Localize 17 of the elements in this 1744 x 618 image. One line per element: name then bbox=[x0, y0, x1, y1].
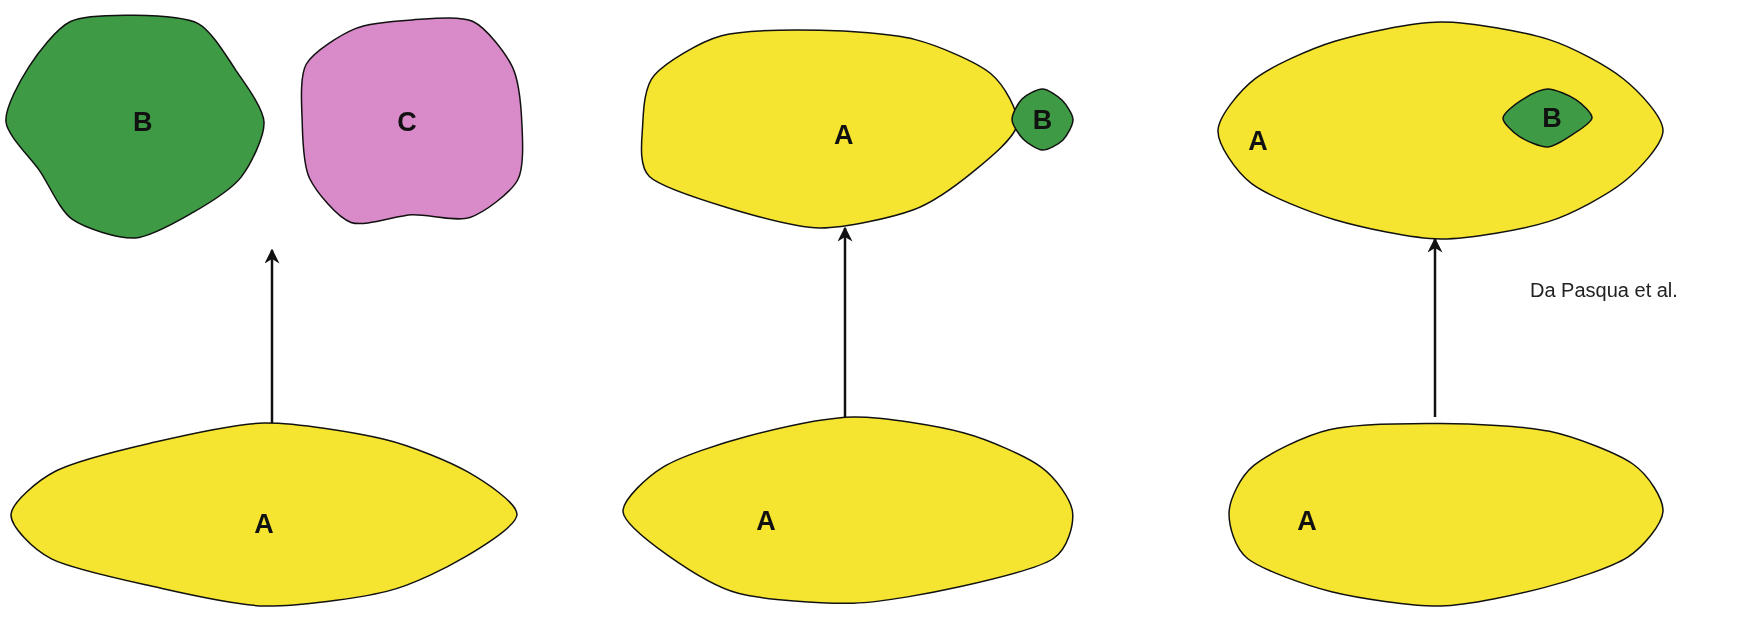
shape-label: A bbox=[833, 121, 854, 149]
arrow bbox=[1427, 237, 1443, 417]
blob-shape bbox=[11, 423, 517, 606]
blob-shape bbox=[1503, 89, 1592, 147]
blob-shape bbox=[1218, 22, 1663, 239]
blob-shape bbox=[1012, 89, 1073, 150]
citation-note: Da Pasqua et al. bbox=[1530, 278, 1679, 303]
shape-label: C bbox=[397, 108, 417, 136]
shape-label: A bbox=[1297, 507, 1317, 535]
arrow bbox=[837, 226, 853, 417]
shape-label: A bbox=[254, 510, 274, 538]
shape-label: B bbox=[133, 108, 153, 136]
shape-label: B bbox=[1032, 106, 1053, 133]
shape-label: A bbox=[1248, 127, 1268, 155]
shape-label: A bbox=[756, 507, 776, 535]
shape-label: B bbox=[1542, 104, 1562, 132]
arrow bbox=[264, 248, 280, 423]
